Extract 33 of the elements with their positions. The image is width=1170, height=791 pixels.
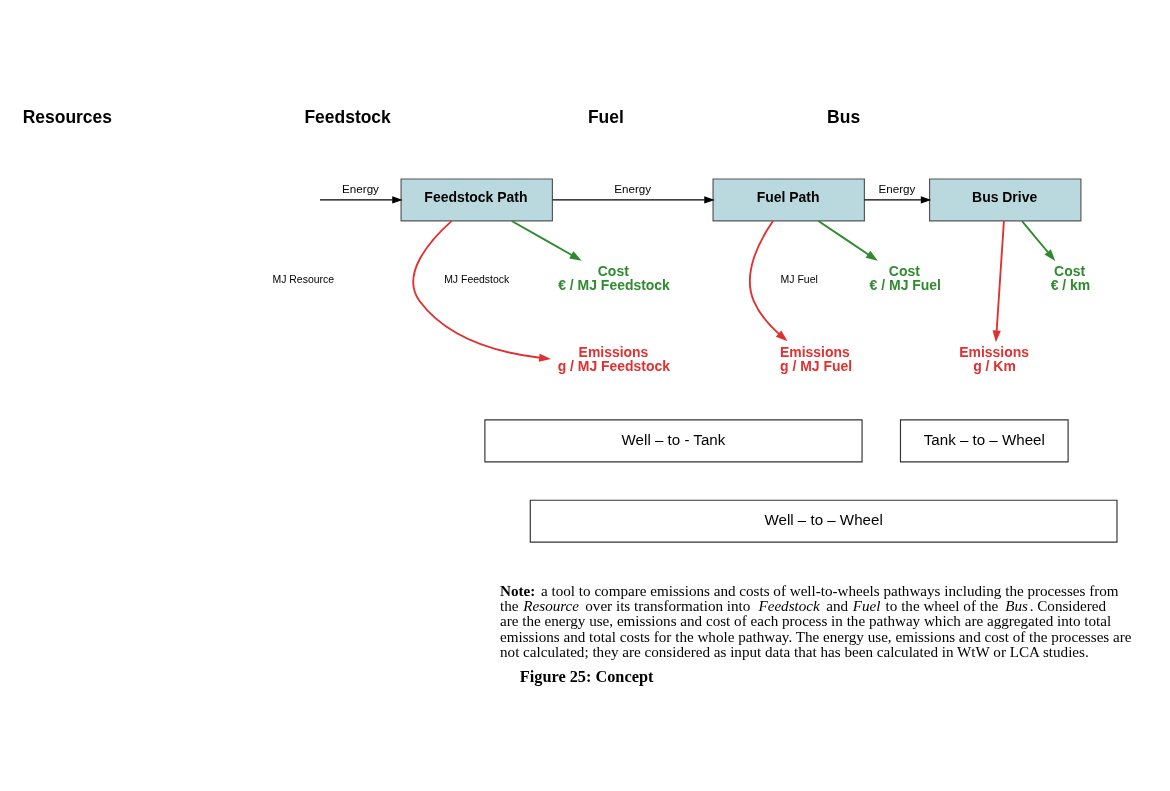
- node-box: Fuel Path: [712, 178, 865, 222]
- arrow: [817, 220, 878, 261]
- arrow: [992, 220, 1005, 343]
- label: Feedstock: [304, 106, 391, 127]
- arrow: [412, 220, 551, 362]
- node-text: Cost € / MJ Feedstock: [558, 263, 670, 294]
- arrow: [319, 196, 403, 204]
- label: Bus: [827, 106, 861, 127]
- label: Tank – to – Wheel: [923, 430, 1045, 448]
- caption: Figure 25: Concept: [519, 667, 654, 687]
- arrow: [510, 220, 582, 261]
- edge-label: Energy: [878, 181, 916, 195]
- node-box: Bus Drive: [929, 178, 1082, 222]
- label: Resources: [22, 106, 113, 127]
- node-text: Emissions g / Km: [959, 343, 1030, 374]
- arrow: [748, 220, 788, 342]
- arrow: [863, 196, 932, 204]
- node-text: Emissions g / MJ Feedstock: [557, 343, 671, 374]
- edge-label: Energy: [342, 181, 379, 195]
- node-text: Emissions g / MJ Fuel: [779, 343, 853, 374]
- node-text: Cost € / km: [1050, 263, 1091, 294]
- label: MJ Feedstock: [444, 273, 510, 285]
- label: Well – to - Tank: [621, 430, 726, 448]
- node-text: Cost € / MJ Fuel: [869, 263, 941, 294]
- edge-label: Energy: [614, 181, 652, 195]
- arrow: [552, 196, 715, 204]
- label: Note: a tool to compare emissions and costs of well-to-wheels pathways including the processes from the Resource over its transformation into Feedstock and Fuel to the wheel of the Bus. Considered are the energy use, emissions and cost of each process in the pathway which are aggregated into total emissions and total costs for the whole pathway. The energy use, emissions and cost of the processes are not calculated; they are considered as input data that has been calculated in WtW or LCA studies.: [500, 583, 1132, 660]
- label: Well – to – Wheel: [764, 511, 883, 529]
- node-box: Feedstock Path: [400, 178, 553, 222]
- label: MJ Fuel: [780, 273, 818, 285]
- label: Fuel: [587, 106, 624, 127]
- arrow: [1021, 220, 1056, 261]
- label: MJ Resource: [272, 273, 335, 285]
